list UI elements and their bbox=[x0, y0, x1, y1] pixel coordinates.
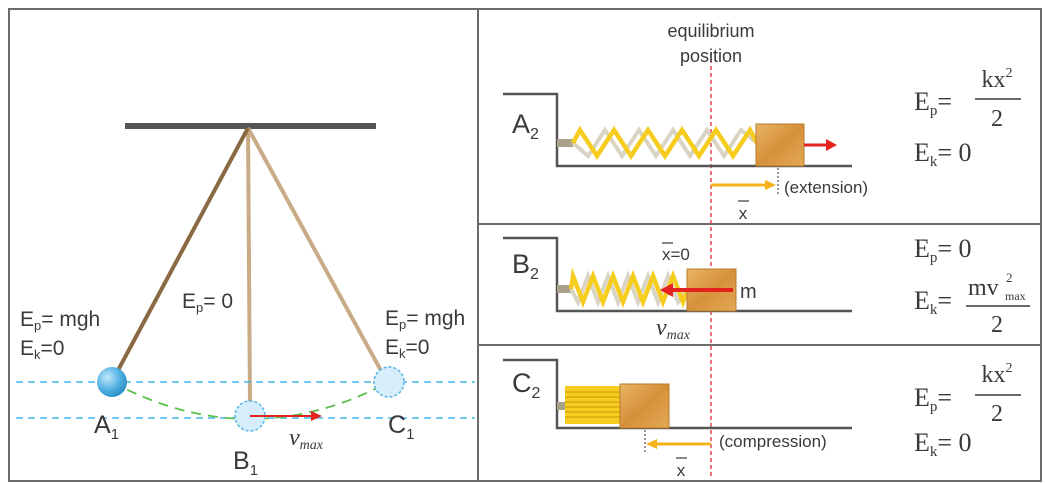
a2-kinetic-energy: Ek= 0 bbox=[914, 138, 972, 170]
a1-kinetic-energy: Ek=0 bbox=[20, 337, 64, 362]
spring-back-a2 bbox=[571, 126, 759, 160]
a2-ep-denominator: 2 bbox=[991, 106, 1003, 132]
velocity-label-b2: vmax bbox=[656, 315, 691, 343]
b1-potential-energy: Ep= 0 bbox=[182, 290, 233, 315]
spring-anchor-a2 bbox=[557, 139, 573, 147]
pendulum-panel: Ep= mgh Ek=0 Ep= 0 Ep= mgh Ek=0 A1 B1 C1… bbox=[16, 123, 475, 479]
a1-potential-energy: Ep= mgh bbox=[20, 308, 100, 333]
pendulum-rod-a1 bbox=[114, 127, 250, 375]
note-c2: (compression) bbox=[719, 432, 827, 451]
equilibrium-label-line2: position bbox=[680, 46, 742, 66]
state-label-b2: B2 bbox=[512, 249, 539, 283]
wall-floor-a2 bbox=[503, 92, 852, 168]
spring-a2 bbox=[571, 125, 759, 161]
spring-c2 bbox=[565, 391, 621, 418]
a2-ep-numerator: kx2 bbox=[982, 66, 1013, 93]
row-b2: B2 m x=0 vmax Ep= 0 Ek= mv 2 max 2 bbox=[503, 234, 1030, 343]
spring-anchor-c2 bbox=[557, 402, 567, 410]
mass-label-b2: m bbox=[740, 281, 757, 303]
x-label-c2: x bbox=[677, 461, 686, 480]
frame bbox=[8, 8, 1042, 482]
spring-back-b2 bbox=[569, 270, 690, 308]
b2-ek-denominator: 2 bbox=[991, 312, 1003, 338]
c2-potential-energy: Ep= bbox=[914, 383, 952, 415]
pendulum-rod-c1 bbox=[246, 127, 387, 379]
state-label-c2: C2 bbox=[512, 368, 541, 402]
note-a2: (extension) bbox=[784, 178, 868, 197]
force-arrowhead-a2 bbox=[826, 139, 837, 151]
a2-potential-energy: Ep= bbox=[914, 87, 952, 119]
b2-ek-numerator-sup: 2 bbox=[1006, 270, 1013, 285]
x-zero-label-b2: x=0 bbox=[662, 245, 690, 264]
block-a2 bbox=[755, 123, 805, 167]
c2-ep-denominator: 2 bbox=[991, 401, 1003, 427]
point-label-b1: B1 bbox=[233, 447, 258, 479]
velocity-arrowhead-b1 bbox=[311, 411, 322, 421]
block-c2 bbox=[619, 383, 670, 429]
wall-floor-c2 bbox=[503, 358, 852, 430]
b2-potential-energy: Ep= 0 bbox=[914, 234, 972, 266]
spring-b2 bbox=[568, 267, 691, 309]
c1-kinetic-energy: Ek=0 bbox=[385, 336, 429, 361]
point-label-a1: A1 bbox=[94, 411, 119, 443]
spring-anchor-b2 bbox=[557, 285, 571, 293]
c1-potential-energy: Ep= mgh bbox=[385, 307, 465, 332]
pendulum-rod-b1 bbox=[246, 127, 252, 406]
state-label-a2: A2 bbox=[512, 109, 539, 143]
b2-kinetic-energy: Ek= bbox=[914, 286, 952, 318]
c2-ep-numerator: kx2 bbox=[982, 361, 1013, 388]
velocity-arrowhead-b2 bbox=[660, 283, 673, 297]
b2-ek-numerator: mv bbox=[968, 275, 999, 301]
ball-a1 bbox=[97, 367, 127, 397]
b2-ek-numerator-sub: max bbox=[1005, 289, 1026, 303]
displacement-arrowhead-a2 bbox=[765, 180, 776, 190]
x-label-a2: x bbox=[739, 204, 748, 223]
point-label-c1: C1 bbox=[388, 411, 414, 443]
equilibrium-label-line1: equilibrium bbox=[667, 21, 754, 41]
row-a2: A2 (extension) x Ep= kx2 2 Ek= 0 bbox=[503, 66, 1021, 223]
displacement-arrowhead-c2 bbox=[646, 439, 657, 449]
ball-c1 bbox=[373, 366, 405, 398]
spring-panel: equilibrium position A2 (extension) x Ep… bbox=[503, 21, 1030, 480]
c2-kinetic-energy: Ek= 0 bbox=[914, 428, 972, 460]
row-c2: C2 (compression) x Ep= kx2 2 Ek= 0 bbox=[503, 358, 1021, 480]
b1-velocity-label: vmax bbox=[289, 425, 324, 453]
